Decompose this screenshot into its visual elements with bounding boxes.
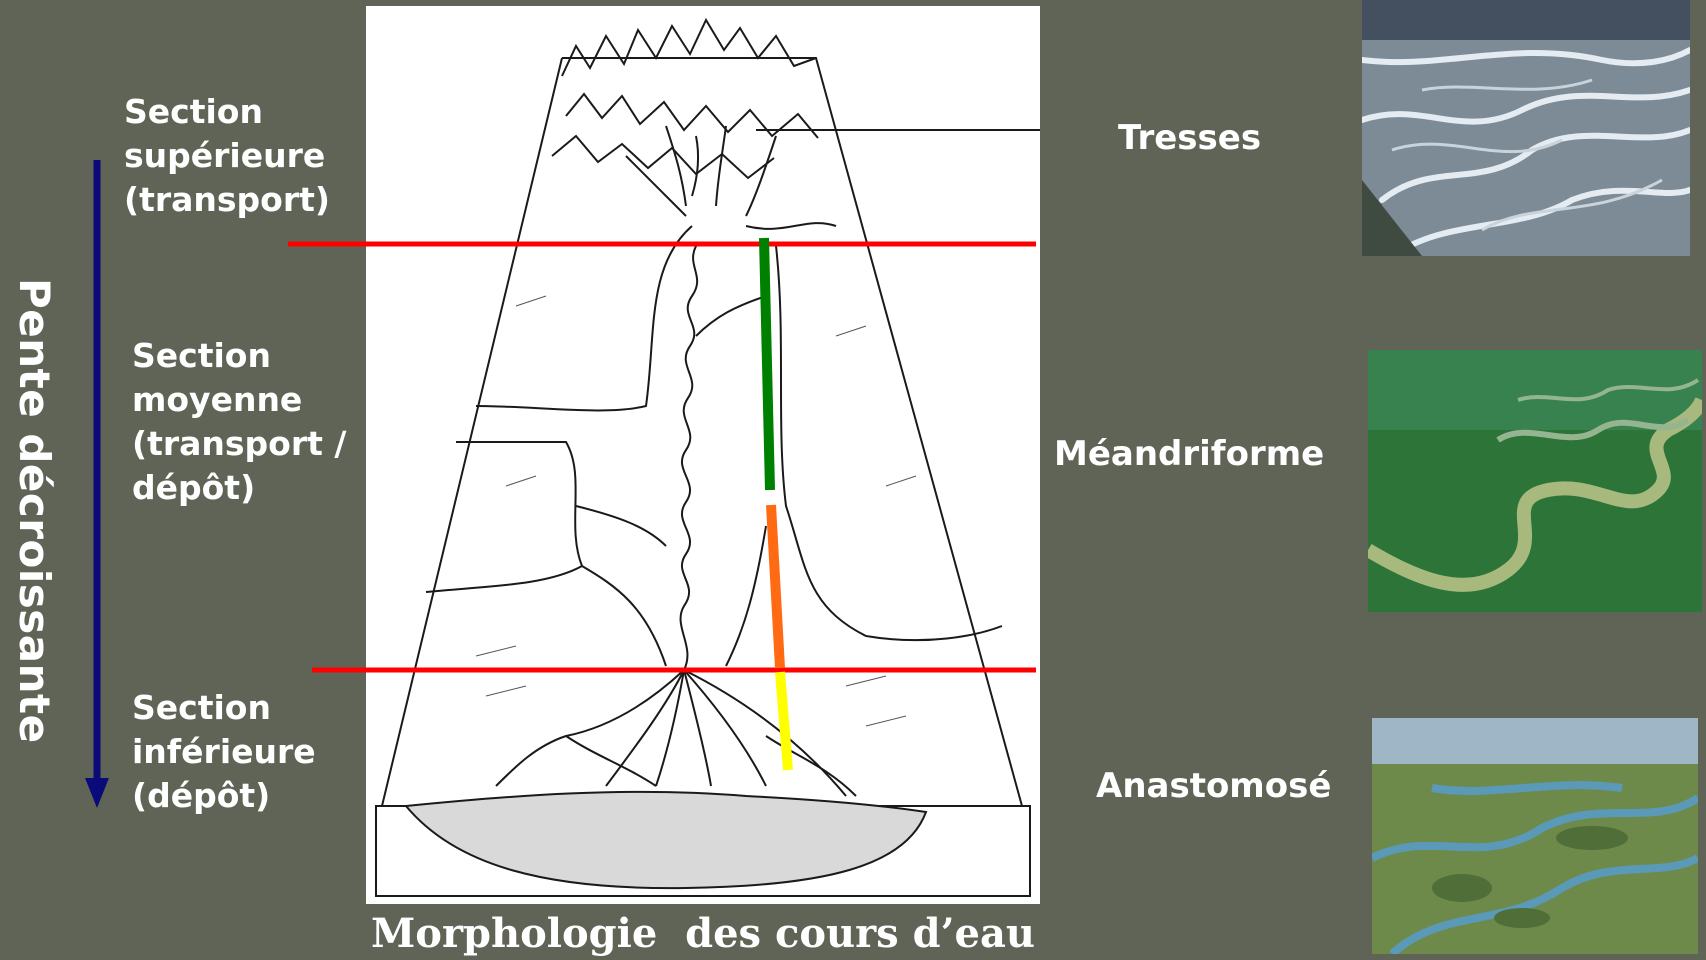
river-type-braided-label: Tresses <box>1118 118 1261 158</box>
diagram-caption: Morphologie des cours d’eau <box>366 908 1040 960</box>
river-profile-diagram <box>366 6 1040 904</box>
section-lower-label: Section inférieure (dépôt) <box>132 686 316 818</box>
river-type-meandering-label: Méandriforme <box>1054 434 1324 474</box>
section-upper-label: Section supérieure (transport) <box>124 90 330 222</box>
meandering-river-photo <box>1368 350 1702 612</box>
section-middle-label: Section moyenne (transport / dépôt) <box>132 334 346 510</box>
braided-river-photo <box>1362 0 1690 256</box>
slope-title: Pente décroissante <box>10 278 59 744</box>
block-diagram-drawing <box>366 6 1040 904</box>
anastomosed-river-photo <box>1372 718 1698 954</box>
river-type-anastomosed-label: Anastomosé <box>1096 766 1331 806</box>
slope-arrow-icon <box>82 160 112 810</box>
